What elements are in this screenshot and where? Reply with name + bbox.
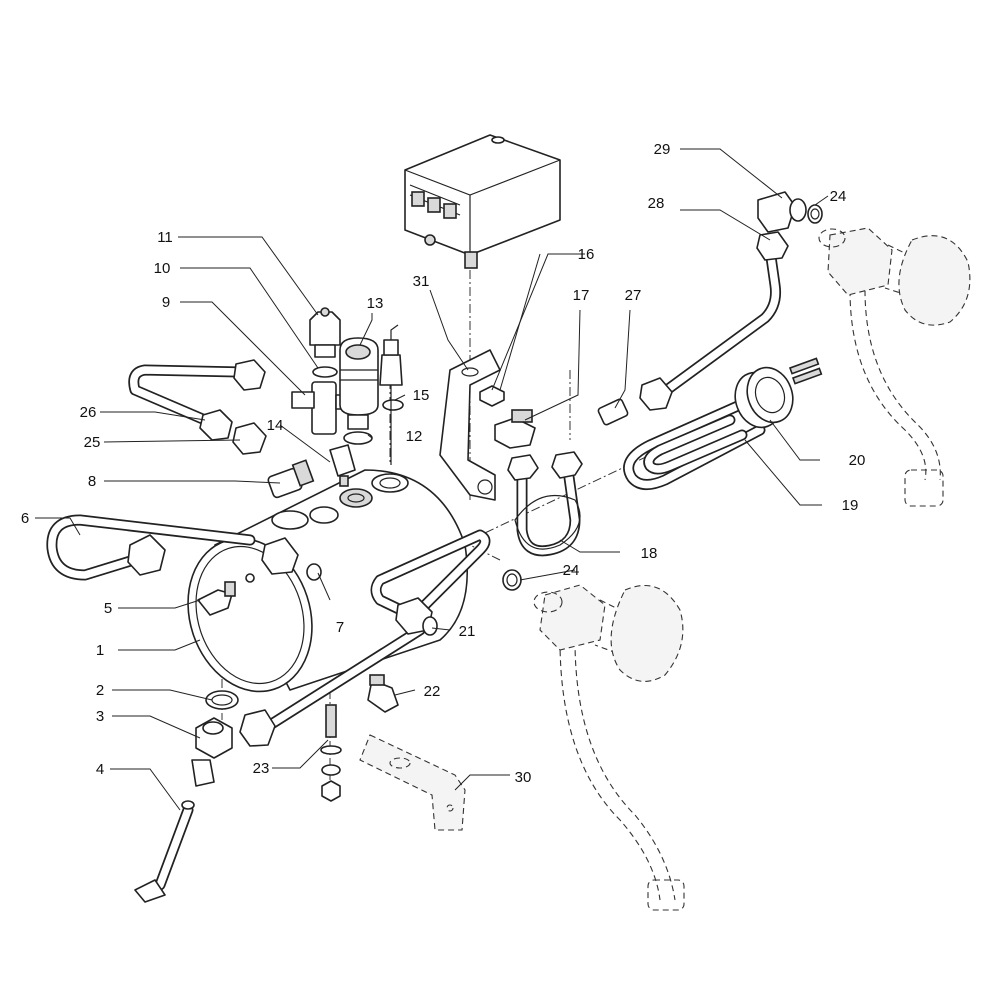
angled-nipple (367, 674, 399, 713)
callout-30: 30 (515, 769, 532, 786)
blur-patch (55, 162, 310, 184)
callout-18: 18 (641, 545, 658, 562)
callout-1: 1 (96, 642, 104, 659)
elbow-nipple (197, 581, 236, 616)
looped-pipe (46, 514, 299, 581)
cap-nut-fitting (309, 307, 341, 358)
tank-body (187, 469, 468, 693)
callout-28: 28 (648, 195, 665, 212)
switch-bracket (439, 349, 501, 501)
callout-11: 11 (157, 229, 173, 246)
callout-27: 27 (625, 287, 642, 304)
callout-5: 5 (104, 600, 112, 617)
callout-7: 7 (336, 619, 344, 636)
straight-union (597, 398, 629, 426)
callout-10: 10 (154, 260, 171, 277)
steam-pipe (239, 529, 491, 747)
drain-tube (134, 800, 195, 903)
o-ring (312, 366, 338, 378)
callout-21: 21 (459, 623, 476, 640)
callout-24-lower: 24 (563, 562, 580, 579)
mounting-bracket (359, 734, 466, 831)
o-ring (807, 204, 823, 224)
callout-19: 19 (842, 497, 859, 514)
callout-13: 13 (367, 295, 384, 312)
coiled-pipe (507, 451, 583, 557)
level-probe (379, 324, 404, 465)
callout-6: 6 (21, 510, 29, 527)
callout-4: 4 (96, 761, 104, 778)
callout-8: 8 (88, 473, 96, 490)
callout-31: 31 (413, 273, 430, 290)
tank-bosses (271, 473, 409, 530)
callout-20: 20 (849, 452, 866, 469)
hex-union (232, 422, 267, 455)
seal-ring (343, 431, 373, 445)
callout-labels: 1 2 3 4 5 6 7 8 9 10 11 12 13 14 15 16 1… (21, 141, 866, 786)
callout-12: 12 (406, 428, 423, 445)
steam-valve-ghost-upper (818, 227, 971, 507)
bent-pipe (128, 359, 266, 441)
callout-17: 17 (573, 287, 590, 304)
elbow-fitting (757, 191, 807, 233)
callout-2: 2 (96, 682, 104, 699)
callout-29: 29 (654, 141, 671, 158)
stud-washer-nut (320, 704, 342, 802)
blur-patch (0, 298, 110, 322)
axis-line (469, 454, 651, 541)
drain-fitting (191, 717, 233, 787)
callout-3: 3 (96, 708, 104, 725)
heating-element (623, 357, 823, 490)
pipe-nut (639, 231, 789, 411)
leader-lines (35, 148, 829, 811)
callout-16: 16 (578, 246, 595, 263)
safety-valve (339, 337, 379, 430)
thermostat-sensor (329, 444, 356, 487)
pressure-switch (404, 134, 561, 269)
callout-15: 15 (413, 387, 430, 404)
callout-9: 9 (162, 294, 170, 311)
callout-24-upper: 24 (830, 188, 847, 205)
callout-23: 23 (253, 760, 270, 777)
callout-14: 14 (267, 417, 284, 434)
callout-25: 25 (84, 434, 101, 451)
blur-patch (740, 728, 1000, 754)
callout-26: 26 (80, 404, 97, 421)
blur-patch (260, 785, 300, 825)
elbow-union (494, 409, 536, 449)
blur-patch (895, 600, 1000, 630)
plug (306, 563, 322, 581)
callout-22: 22 (424, 683, 441, 700)
hex-nut (479, 385, 505, 407)
o-ring (502, 569, 522, 591)
nipple-fitting (267, 459, 315, 499)
steam-valve-ghost-lower (533, 584, 685, 911)
